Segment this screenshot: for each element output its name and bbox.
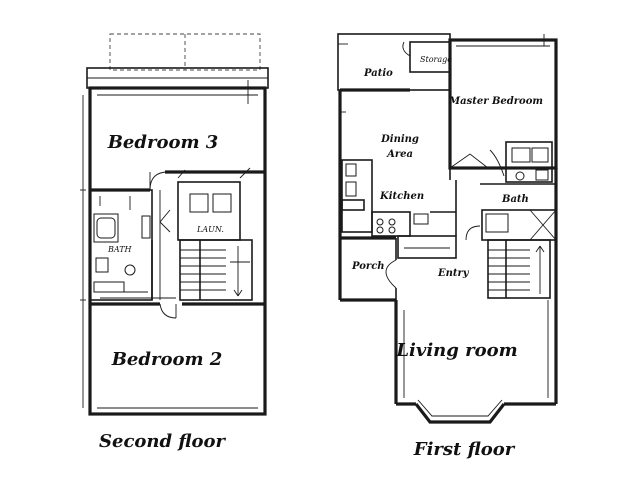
first-bath-label: Bath <box>501 194 529 205</box>
storage-label: Storage <box>420 55 452 64</box>
second-bath-label: BATH <box>107 245 133 254</box>
dining-label: Dining <box>380 134 419 145</box>
first-floor-plan: Patio Storage Master Bedroom Dining Area… <box>337 33 558 424</box>
master-bedroom-label: Master Bedroom <box>448 96 543 107</box>
patio-label: Patio <box>363 68 393 79</box>
kitchen-label: Kitchen <box>379 191 424 202</box>
second-floor-plan: Bedroom 3 Bedroom 2 BATH LAUN. <box>80 33 269 416</box>
bedroom-3-label: Bedroom 3 <box>107 132 219 153</box>
first-floor-caption: First floor <box>413 439 516 460</box>
entry-label: Entry <box>437 268 470 279</box>
area-label: Area <box>386 149 413 160</box>
second-floor-caption: Second floor <box>99 431 226 452</box>
laundry-label: LAUN. <box>196 225 224 234</box>
porch-label: Porch <box>351 261 385 272</box>
bedroom-2-label: Bedroom 2 <box>111 349 223 370</box>
living-room-label: Living room <box>395 340 517 361</box>
